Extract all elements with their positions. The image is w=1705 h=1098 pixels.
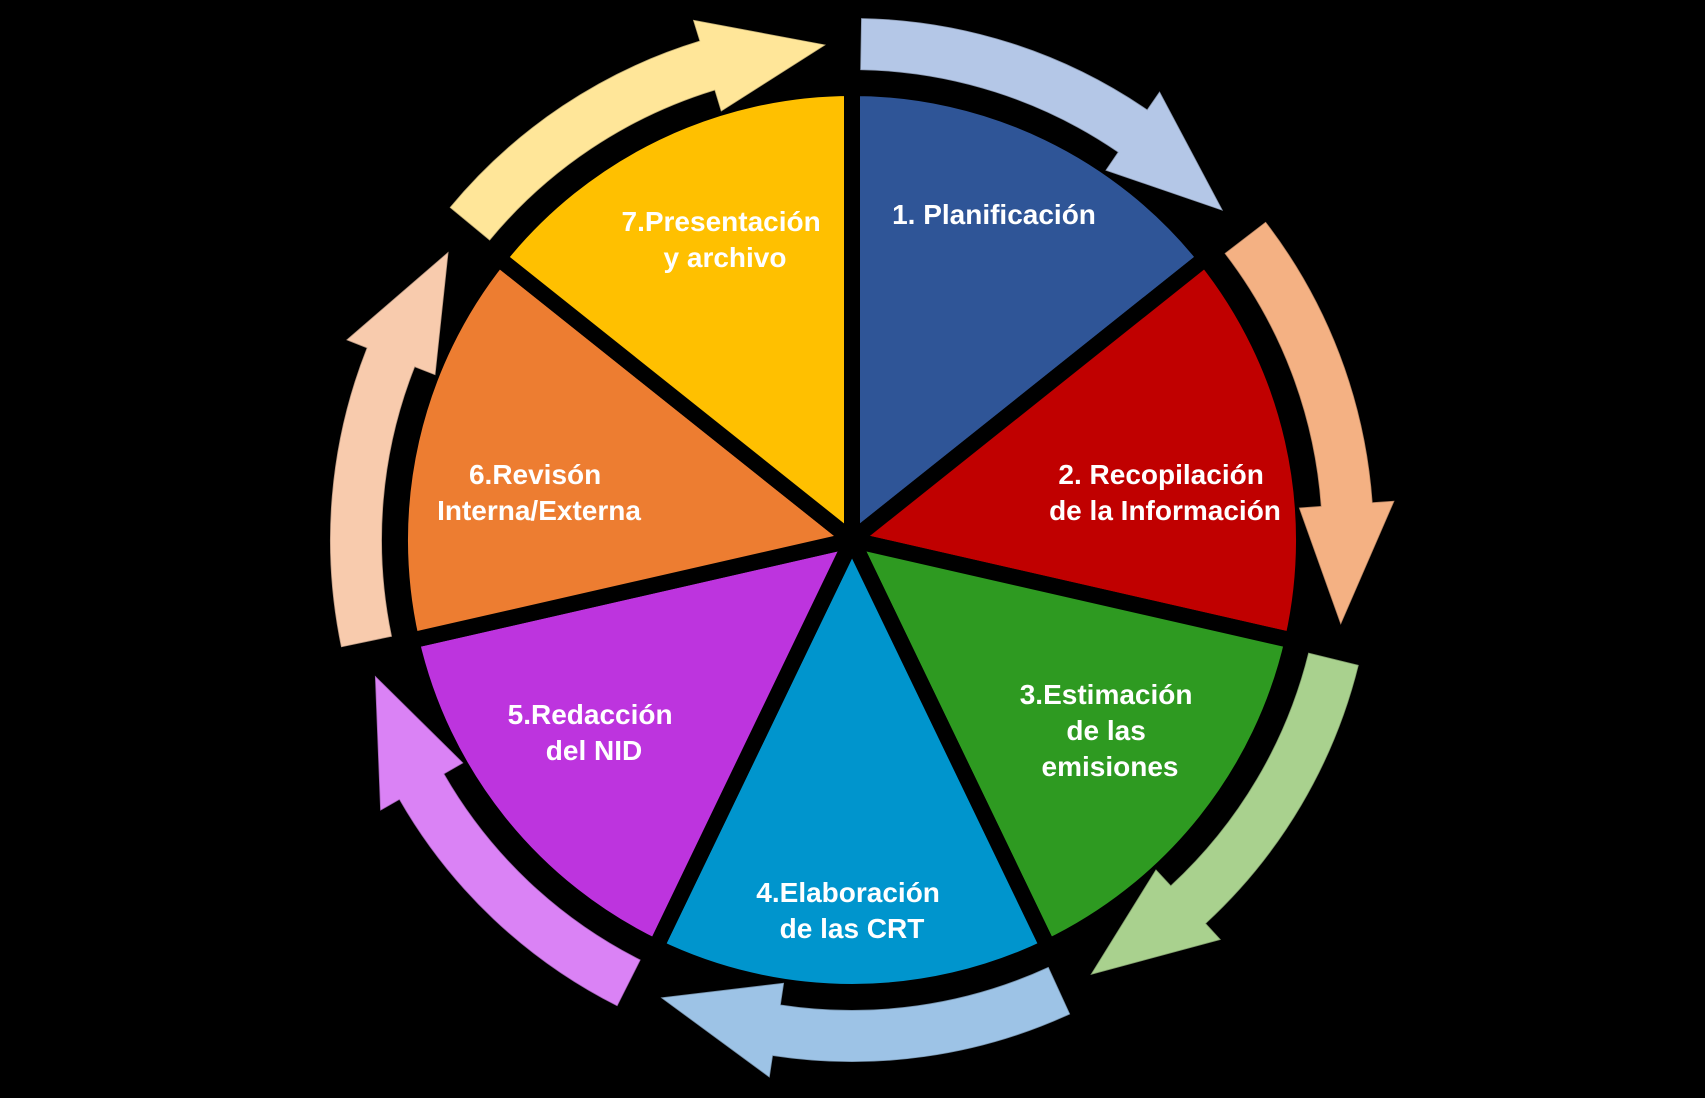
segment-redaccion [401,528,867,958]
cycle-arrow-recopilacion [1223,220,1396,627]
segment-label-planificacion: 1. Planificación [892,199,1096,230]
cycle-arrow-presentacion [448,18,829,242]
segment-label-elaboracion: 4.Elaboración de las CRT [756,877,947,944]
segment-estimacion [837,528,1303,958]
segment-planificacion [844,79,1217,557]
segment-presentacion [487,79,860,557]
segments-layer [391,79,1313,1000]
segment-label-redaccion: 5.Redacción del NID [508,699,681,766]
cycle-arrow-redaccion [374,673,642,1008]
segment-elaboracion [645,521,1059,1000]
cycle-arrow-elaboracion [658,965,1072,1080]
labels-layer: 1. Planificación 2. Recopilación de la I… [437,199,1281,944]
cycle-arrow-estimacion [1088,651,1360,977]
segment-recopilacion [834,246,1313,651]
segment-label-recopilacion: 2. Recopilación de la Información [1049,459,1281,526]
segment-revision [391,246,870,651]
cycle-arrow-revision [329,249,450,649]
cycle-arrow-planificacion [859,17,1225,213]
segment-label-estimacion: 3.Estimación de las emisiones [1020,679,1201,782]
arrows-layer [329,17,1396,1080]
segment-label-revision: 6.Revisón Interna/Externa [437,459,641,526]
segment-label-presentacion: 7.Presentación y archivo [622,206,829,273]
